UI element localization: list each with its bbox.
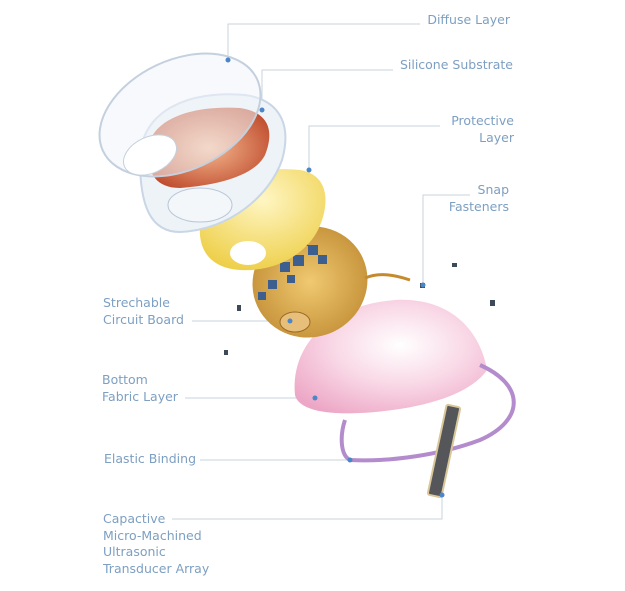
leader-snap-fasteners xyxy=(422,194,470,285)
leader-protective-layer xyxy=(308,125,440,170)
label-text: Snap xyxy=(477,182,509,197)
label-text: Layer xyxy=(479,129,514,145)
label-text: Capactive xyxy=(103,511,166,526)
label-elastic-binding: Elastic Binding xyxy=(104,451,196,468)
label-text: Ultrasonic xyxy=(103,544,166,559)
transducer-array xyxy=(426,403,462,499)
leader-lines xyxy=(172,23,470,520)
label-text: Circuit Board xyxy=(103,311,184,327)
label-text: Protective xyxy=(451,113,514,128)
label-text: Strechable xyxy=(103,295,170,310)
leader-diffuse-layer xyxy=(227,23,420,60)
leader-silicone-substrate xyxy=(261,69,393,110)
label-text: Transducer Array xyxy=(103,560,210,576)
label-diffuse-layer: Diffuse Layer xyxy=(427,12,510,29)
label-text: Fasteners xyxy=(448,198,509,214)
bottom-fabric-layer xyxy=(294,299,487,414)
label-text: Micro-Machined xyxy=(103,527,202,543)
leader-dots xyxy=(225,57,445,498)
label-text: Silicone Substrate xyxy=(399,57,513,72)
label-silicone-substrate: Silicone Substrate xyxy=(400,57,513,74)
leader-transducer xyxy=(172,495,443,520)
label-text: Fabric Layer xyxy=(102,388,178,404)
label-text: Bottom xyxy=(102,372,148,387)
label-text: Elastic Binding xyxy=(104,451,196,466)
label-text: Diffuse Layer xyxy=(427,12,510,27)
